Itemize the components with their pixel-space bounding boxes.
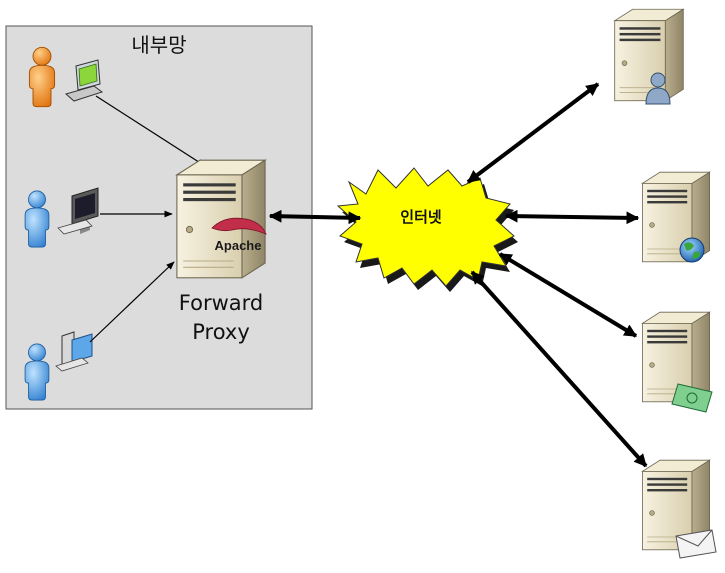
payment-server-icon <box>641 311 711 403</box>
internal-network-label: 내부망 <box>131 33 186 57</box>
proxy-label-line2: Proxy <box>192 320 250 344</box>
client-3-arrow <box>89 261 175 343</box>
proxy-server: Apache <box>176 159 267 279</box>
globe-badge-icon <box>679 237 705 263</box>
money-badge-icon <box>671 383 713 413</box>
user-badge-icon <box>645 72 671 105</box>
apache-feather-icon <box>211 217 267 235</box>
blue-person-icon <box>24 343 50 401</box>
client-1 <box>28 46 104 108</box>
proxy-server-icon <box>176 159 266 279</box>
envelope-badge-icon <box>675 529 717 559</box>
orange-person-icon <box>28 46 56 108</box>
internet-user-server-arrow <box>466 82 600 184</box>
internet-web-server-arrow <box>504 209 640 225</box>
internet-mail-server-arrow <box>470 270 648 468</box>
apache-label: Apache <box>215 238 262 253</box>
proxy-label-line1: Forward <box>179 291 263 315</box>
user-server-icon <box>614 8 684 102</box>
internet-label: 인터넷 <box>400 208 442 226</box>
client-1-arrow <box>95 95 206 167</box>
internet-cloud: 인터넷 <box>336 167 518 292</box>
blue-person-icon <box>24 190 50 248</box>
client-2 <box>24 187 99 248</box>
web-server <box>641 171 711 263</box>
laptop-icon <box>64 59 104 102</box>
internet-burst <box>336 167 515 287</box>
user-server <box>614 8 684 105</box>
client-3 <box>24 331 93 401</box>
desktop-monitor-icon <box>57 187 99 235</box>
proxy-internet-arrow <box>268 209 362 225</box>
desktop-pc-icon <box>55 331 93 372</box>
payment-server <box>641 311 713 413</box>
mail-server <box>641 459 717 559</box>
